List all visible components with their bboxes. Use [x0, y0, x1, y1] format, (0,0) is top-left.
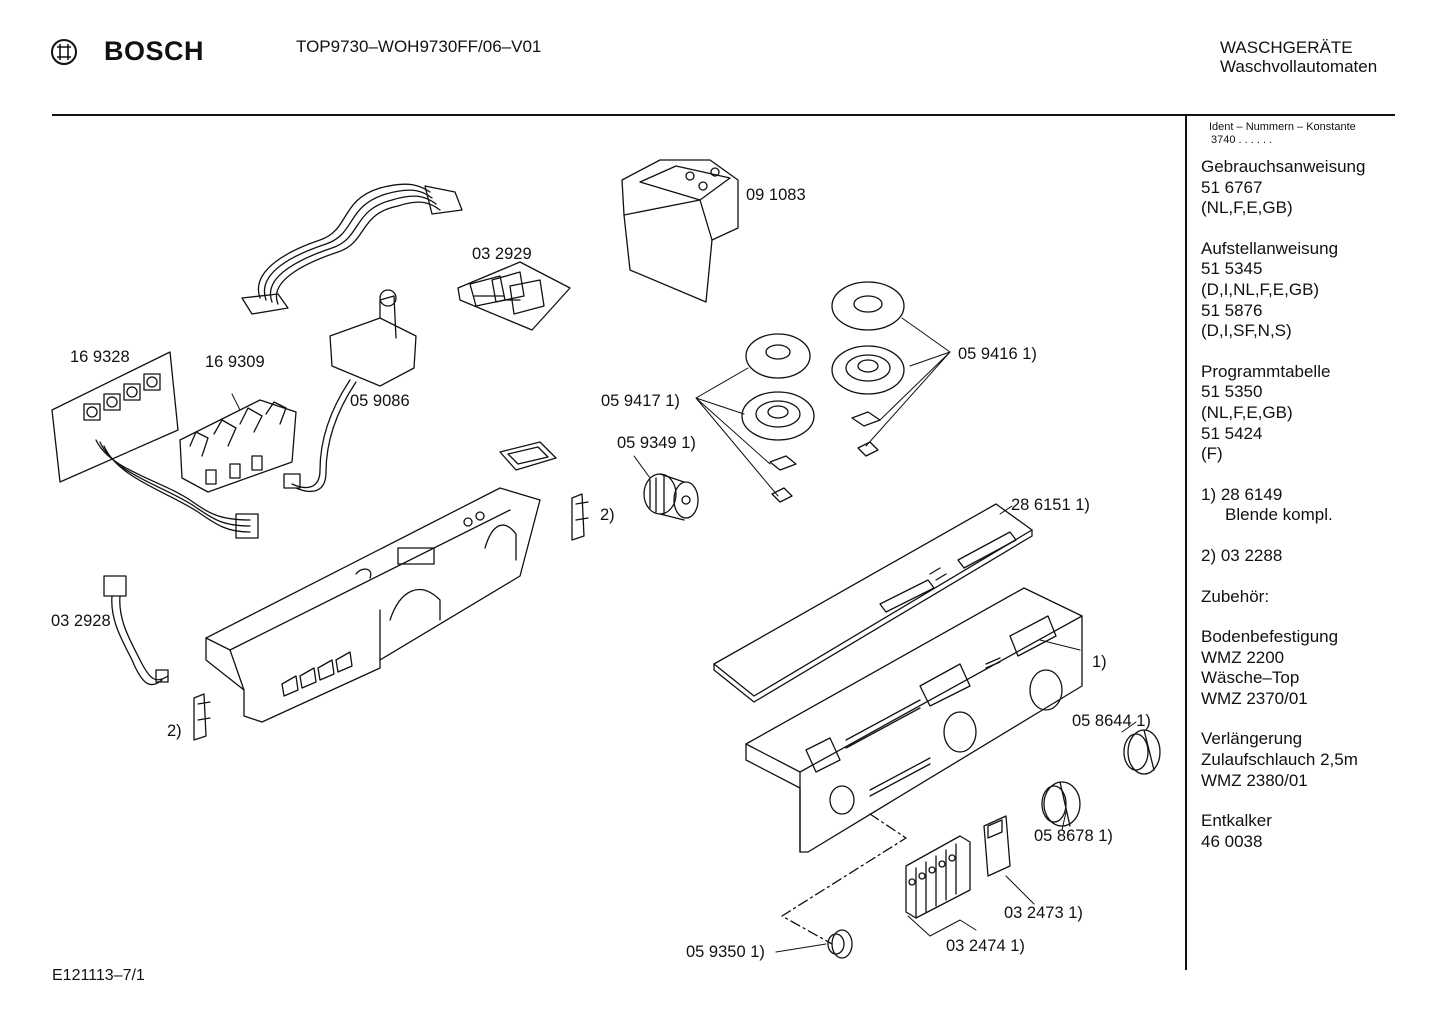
bosch-logo-icon — [50, 38, 78, 71]
timer-motor-part — [283, 289, 417, 493]
sidebar-line: Programmtabelle — [1201, 361, 1331, 381]
label-part-032929: 03 2929 — [472, 245, 532, 263]
spring-disc-part — [741, 281, 905, 503]
sidebar-line: 1) 28 6149 — [1201, 484, 1283, 504]
label-part-059349: 05 9349 1) — [617, 434, 696, 452]
sidebar-line: WMZ 2380/01 — [1201, 770, 1308, 790]
ribbon-cable-part — [241, 183, 463, 315]
parts-info-sidebar: Ident – Nummern – Konstante 3740 . . . .… — [1201, 121, 1401, 872]
sidebar-line: 2) 03 2288 — [1201, 545, 1283, 565]
category-title: WASCHGERÄTE — [1220, 38, 1353, 57]
switch-block-part — [179, 399, 297, 493]
label-clip-2a: 2) — [600, 506, 615, 524]
label-part-058644: 05 8644 1) — [1072, 712, 1151, 730]
sidebar-line: 46 0038 — [1201, 831, 1263, 851]
label-panel-1: 1) — [1092, 653, 1107, 671]
push-button-set-part — [905, 835, 971, 919]
sidebar-line: Blende kompl. — [1225, 505, 1333, 525]
mounting-bracket-part — [621, 159, 739, 303]
control-knob-part — [827, 729, 1161, 959]
rotary-switch-part — [643, 473, 699, 521]
sidebar-line: WMZ 2200 — [1201, 647, 1285, 667]
sidebar-line: (NL,F,E,GB) — [1201, 402, 1293, 422]
control-pcb-part — [51, 351, 259, 539]
drawing-code: E121113–7/1 — [52, 967, 145, 984]
sidebar-line: Aufstellanweisung — [1201, 238, 1339, 258]
wiring-harness-part — [103, 575, 169, 686]
retaining-clip-part — [571, 493, 589, 541]
sidebar-line: Zubehör: — [1201, 586, 1270, 606]
sidebar-line: WMZ 2370/01 — [1201, 688, 1308, 708]
label-part-059416: 05 9416 1) — [958, 345, 1037, 363]
label-clip-2b: 2) — [167, 722, 182, 740]
push-button-part — [983, 815, 1011, 877]
label-part-032474: 03 2474 1) — [946, 937, 1025, 955]
sidebar-line: (D,I,NL,F,E,GB) — [1201, 279, 1320, 299]
label-part-169328: 16 9328 — [70, 348, 130, 366]
label-part-091083: 09 1083 — [746, 186, 806, 204]
label-part-169309: 16 9309 — [205, 353, 265, 371]
sidebar-line: 51 6767 — [1201, 177, 1263, 197]
sidebar-line: Verlängerung — [1201, 729, 1303, 749]
control-chassis-part — [205, 487, 541, 723]
facia-panel-part — [713, 503, 1033, 703]
ident-value: 3740 . . . . . . — [1211, 134, 1273, 146]
label-part-032928: 03 2928 — [51, 612, 111, 630]
sidebar-line: (NL,F,E,GB) — [1201, 198, 1293, 218]
sidebar-line: 51 5424 — [1201, 423, 1263, 443]
brand-name: BOSCH — [104, 36, 205, 66]
sidebar-line: Gebrauchsanweisung — [1201, 157, 1366, 176]
sidebar-line: Zulaufschlauch 2,5m — [1201, 750, 1358, 770]
header-divider — [52, 114, 1395, 116]
leader-lines — [231, 317, 1137, 953]
sidebar-section: 2) 03 2288 — [1201, 546, 1401, 567]
control-panel-housing-part — [745, 587, 1083, 853]
seal-frame-part — [499, 441, 557, 471]
label-part-059350: 05 9350 1) — [686, 943, 765, 961]
retaining-clip-part-lower — [193, 693, 211, 741]
label-part-059417: 05 9417 1) — [601, 392, 680, 410]
sidebar-line: (F) — [1201, 444, 1223, 464]
sidebar-line: Bodenbefestigung — [1201, 627, 1339, 647]
sidebar-line: Wäsche–Top — [1201, 668, 1300, 688]
sidebar-line: (D,I,SF,N,S) — [1201, 321, 1292, 341]
sidebar-line: 51 5876 — [1201, 300, 1263, 320]
sidebar-divider — [1185, 116, 1187, 970]
label-part-032473: 03 2473 1) — [1004, 904, 1083, 922]
model-number: TOP9730–WOH9730FF/06–V01 — [296, 37, 542, 56]
label-part-059086: 05 9086 — [350, 392, 410, 410]
ident-title: Ident – Nummern – Konstante — [1209, 121, 1356, 133]
label-part-058678: 05 8678 1) — [1034, 827, 1113, 845]
category-subtitle: Waschvollautomaten — [1220, 57, 1378, 76]
relay-board-part — [457, 261, 571, 331]
exploded-parts-drawing — [51, 159, 1161, 959]
sidebar-section: Zubehör: — [1201, 587, 1401, 608]
sidebar-line: 51 5345 — [1201, 259, 1263, 279]
assembly-axis-line — [781, 813, 907, 945]
sidebar-line: Entkalker — [1201, 811, 1272, 831]
label-part-286151: 28 6151 1) — [1011, 496, 1090, 514]
sidebar-line: 51 5350 — [1201, 382, 1263, 402]
